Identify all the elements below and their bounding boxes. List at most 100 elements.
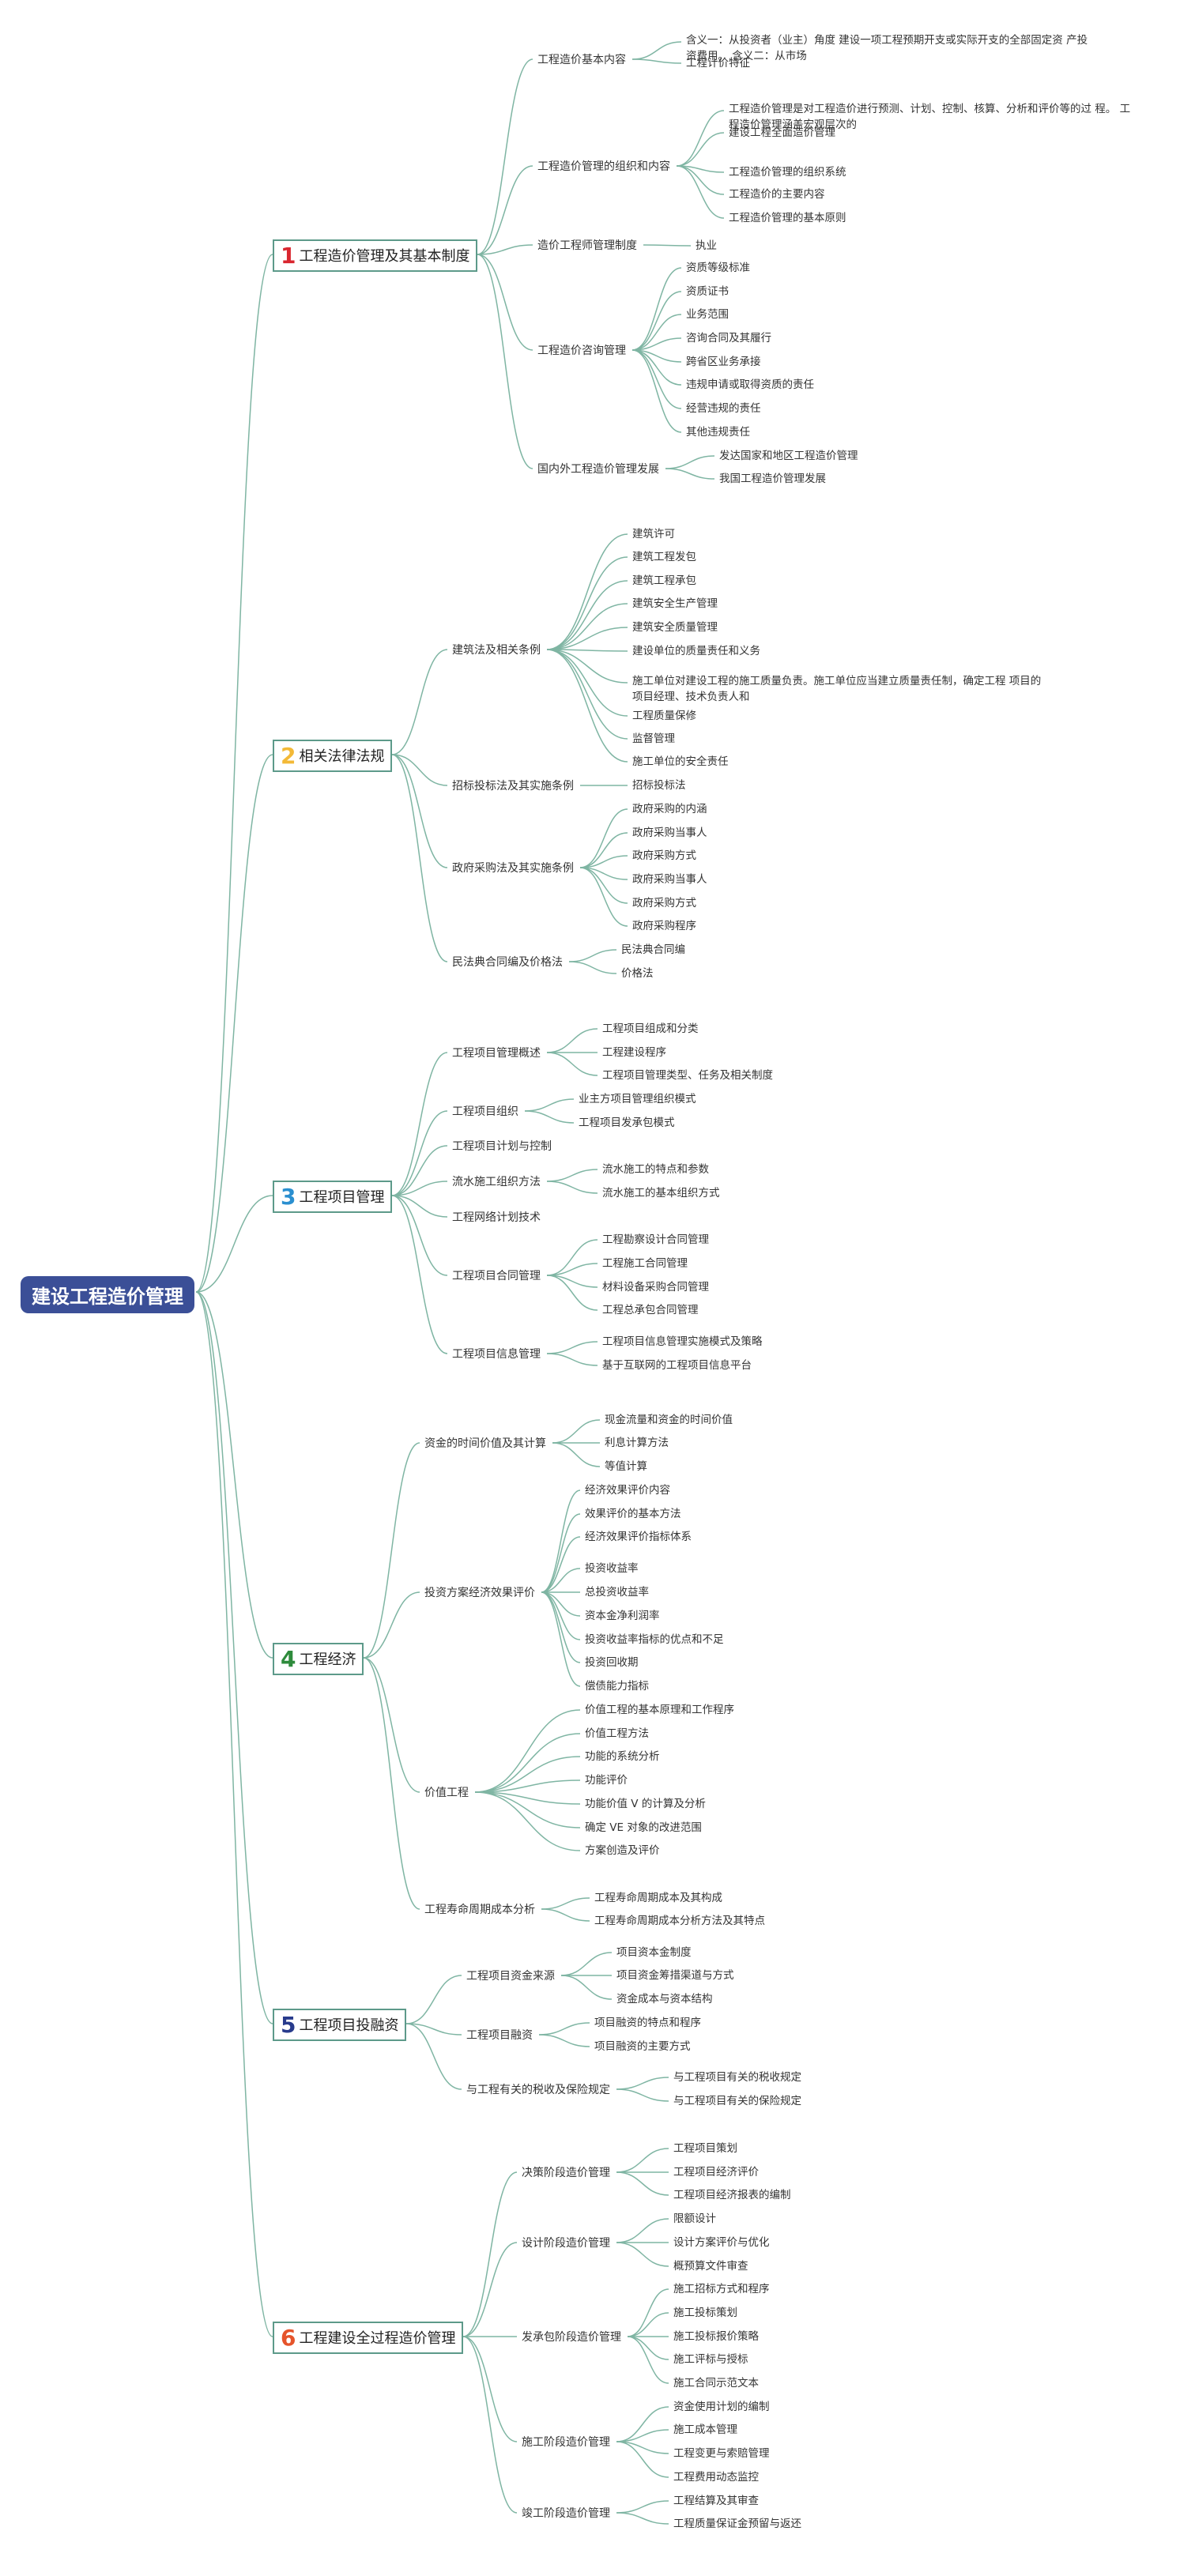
leaf-topic[interactable]: 工程计价特征 — [686, 57, 750, 70]
leaf-topic[interactable]: 工程项目信息管理实施模式及策略 — [602, 1335, 763, 1348]
leaf-topic[interactable]: 建筑许可 — [632, 528, 675, 540]
leaf-topic[interactable]: 价值工程的基本原理和工作程序 — [585, 1704, 734, 1716]
branch-topic[interactable]: 工程网络计划技术 — [452, 1211, 541, 1224]
leaf-topic[interactable]: 资质证书 — [686, 285, 729, 298]
leaf-topic[interactable]: 工程质量保修 — [632, 710, 696, 722]
leaf-topic[interactable]: 监督管理 — [632, 733, 675, 745]
branch-topic[interactable]: 工程项目合同管理 — [452, 1270, 541, 1282]
leaf-topic[interactable]: 经营违规的责任 — [686, 402, 761, 415]
leaf-topic[interactable]: 资金使用计划的编制 — [673, 2401, 770, 2413]
leaf-topic[interactable]: 功能评价 — [585, 1774, 628, 1787]
leaf-topic[interactable]: 工程勘察设计合同管理 — [602, 1233, 709, 1246]
branch-topic[interactable]: 工程项目计划与控制 — [452, 1140, 552, 1153]
branch-topic[interactable]: 工程造价基本内容 — [537, 54, 626, 66]
leaf-topic[interactable]: 政府采购当事人 — [632, 827, 707, 839]
leaf-topic[interactable]: 投资收益率 — [585, 1562, 639, 1575]
leaf-topic[interactable]: 建筑安全质量管理 — [632, 621, 718, 634]
leaf-topic[interactable]: 资质等级标准 — [686, 262, 750, 274]
leaf-topic[interactable]: 价值工程方法 — [585, 1727, 649, 1740]
leaf-topic[interactable]: 施工单位对建设工程的施工质量负责。施工单位应当建立质量责任制，确定工程 项目的 … — [632, 675, 1042, 703]
leaf-topic[interactable]: 总投资收益率 — [585, 1586, 649, 1599]
leaf-topic[interactable]: 价格法 — [621, 967, 654, 980]
leaf-topic[interactable]: 材料设备采购合同管理 — [602, 1281, 709, 1294]
leaf-topic[interactable]: 基于互联网的工程项目信息平台 — [602, 1359, 752, 1372]
branch-topic[interactable]: 与工程有关的税收及保险规定 — [466, 2084, 610, 2096]
leaf-topic[interactable]: 政府采购当事人 — [632, 873, 707, 886]
leaf-topic[interactable]: 工程造价的主要内容 — [729, 188, 825, 201]
branch-topic[interactable]: 工程寿命周期成本分析 — [424, 1904, 535, 1916]
branch-topic[interactable]: 国内外工程造价管理发展 — [537, 463, 659, 476]
leaf-topic[interactable]: 政府采购方式 — [632, 897, 696, 910]
leaf-topic[interactable]: 项目融资的特点和程序 — [594, 2017, 701, 2029]
leaf-topic[interactable]: 资金成本与资本结构 — [616, 1993, 713, 2005]
leaf-topic[interactable]: 施工招标方式和程序 — [673, 2283, 770, 2295]
leaf-topic[interactable]: 工程总承包合同管理 — [602, 1304, 699, 1316]
leaf-topic[interactable]: 工程建设程序 — [602, 1046, 666, 1059]
branch-topic[interactable]: 流水施工组织方法 — [452, 1176, 541, 1188]
leaf-topic[interactable]: 经济效果评价指标体系 — [585, 1531, 692, 1543]
leaf-topic[interactable]: 经济效果评价内容 — [585, 1484, 670, 1497]
leaf-topic[interactable]: 工程造价管理的基本原则 — [729, 212, 846, 224]
leaf-topic[interactable]: 偿债能力指标 — [585, 1680, 649, 1693]
branch-topic[interactable]: 竣工阶段造价管理 — [522, 2507, 610, 2520]
leaf-topic[interactable]: 建设工程全面造价管理 — [729, 126, 835, 139]
branch-topic[interactable]: 造价工程师管理制度 — [537, 239, 637, 252]
leaf-topic[interactable]: 工程项目经济报表的编制 — [673, 2189, 791, 2201]
leaf-topic[interactable]: 发达国家和地区工程造价管理 — [719, 450, 858, 462]
leaf-topic[interactable]: 项目资本金制度 — [616, 1946, 692, 1959]
leaf-topic[interactable]: 工程项目组成和分类 — [602, 1022, 699, 1035]
branch-topic[interactable]: 民法典合同编及价格法 — [452, 956, 563, 969]
leaf-topic[interactable]: 施工单位的安全责任 — [632, 755, 729, 768]
root-topic[interactable]: 建设工程造价管理 — [21, 1276, 194, 1313]
leaf-topic[interactable]: 工程造价管理的组织系统 — [729, 166, 846, 179]
leaf-topic[interactable]: 流水施工的基本组织方式 — [602, 1187, 720, 1199]
leaf-topic[interactable]: 利息计算方法 — [605, 1437, 669, 1449]
leaf-topic[interactable]: 政府采购程序 — [632, 920, 696, 932]
branch-topic[interactable]: 施工阶段造价管理 — [522, 2436, 610, 2449]
leaf-topic[interactable]: 项目资金筹措渠道与方式 — [616, 1969, 734, 1982]
leaf-topic[interactable]: 限额设计 — [673, 2213, 716, 2225]
leaf-topic[interactable]: 工程费用动态监控 — [673, 2471, 759, 2484]
leaf-topic[interactable]: 与工程项目有关的保险规定 — [673, 2095, 801, 2107]
leaf-topic[interactable]: 设计方案评价与优化 — [673, 2236, 770, 2249]
branch-topic[interactable]: 投资方案经济效果评价 — [424, 1587, 535, 1599]
leaf-topic[interactable]: 施工投标策划 — [673, 2307, 737, 2319]
leaf-topic[interactable]: 方案创造及评价 — [585, 1844, 660, 1857]
leaf-topic[interactable]: 项目融资的主要方式 — [594, 2040, 691, 2053]
leaf-topic[interactable]: 工程项目发承包模式 — [579, 1117, 675, 1129]
leaf-topic[interactable]: 施工评标与授标 — [673, 2353, 748, 2366]
leaf-topic[interactable]: 施工成本管理 — [673, 2423, 737, 2436]
leaf-topic[interactable]: 概预算文件审查 — [673, 2260, 748, 2273]
branch-topic[interactable]: 决策阶段造价管理 — [522, 2167, 610, 2179]
branch-topic[interactable]: 工程项目管理概述 — [452, 1047, 541, 1060]
leaf-topic[interactable]: 其他违规责任 — [686, 426, 750, 439]
branch-topic[interactable]: 工程项目信息管理 — [452, 1348, 541, 1361]
leaf-topic[interactable]: 资本金净利润率 — [585, 1610, 660, 1622]
leaf-topic[interactable]: 业务范围 — [686, 308, 729, 321]
leaf-topic[interactable]: 功能的系统分析 — [585, 1750, 660, 1763]
leaf-topic[interactable]: 施工合同示范文本 — [673, 2377, 759, 2390]
branch-topic[interactable]: 资金的时间价值及其计算 — [424, 1437, 546, 1450]
leaf-topic[interactable]: 工程寿命周期成本及其构成 — [594, 1892, 722, 1904]
leaf-topic[interactable]: 建筑工程承包 — [632, 574, 696, 587]
leaf-topic[interactable]: 功能价值 V 的计算及分析 — [585, 1798, 706, 1810]
leaf-topic[interactable]: 跨省区业务承接 — [686, 356, 761, 368]
leaf-topic[interactable]: 建设单位的质量责任和义务 — [632, 645, 760, 657]
leaf-topic[interactable]: 执业 — [696, 239, 717, 252]
leaf-topic[interactable]: 政府采购方式 — [632, 849, 696, 862]
leaf-topic[interactable]: 咨询合同及其履行 — [686, 332, 771, 345]
leaf-topic[interactable]: 政府采购的内涵 — [632, 803, 707, 815]
branch-topic[interactable]: 工程项目融资 — [466, 2029, 533, 2042]
leaf-topic[interactable]: 效果评价的基本方法 — [585, 1508, 681, 1520]
leaf-topic[interactable]: 建筑安全生产管理 — [632, 597, 718, 610]
leaf-topic[interactable]: 违规申请或取得资质的责任 — [686, 378, 814, 391]
leaf-topic[interactable]: 等值计算 — [605, 1460, 647, 1473]
leaf-topic[interactable]: 确定 VE 对象的改进范围 — [585, 1821, 702, 1834]
leaf-topic[interactable]: 工程变更与索赔管理 — [673, 2447, 770, 2460]
